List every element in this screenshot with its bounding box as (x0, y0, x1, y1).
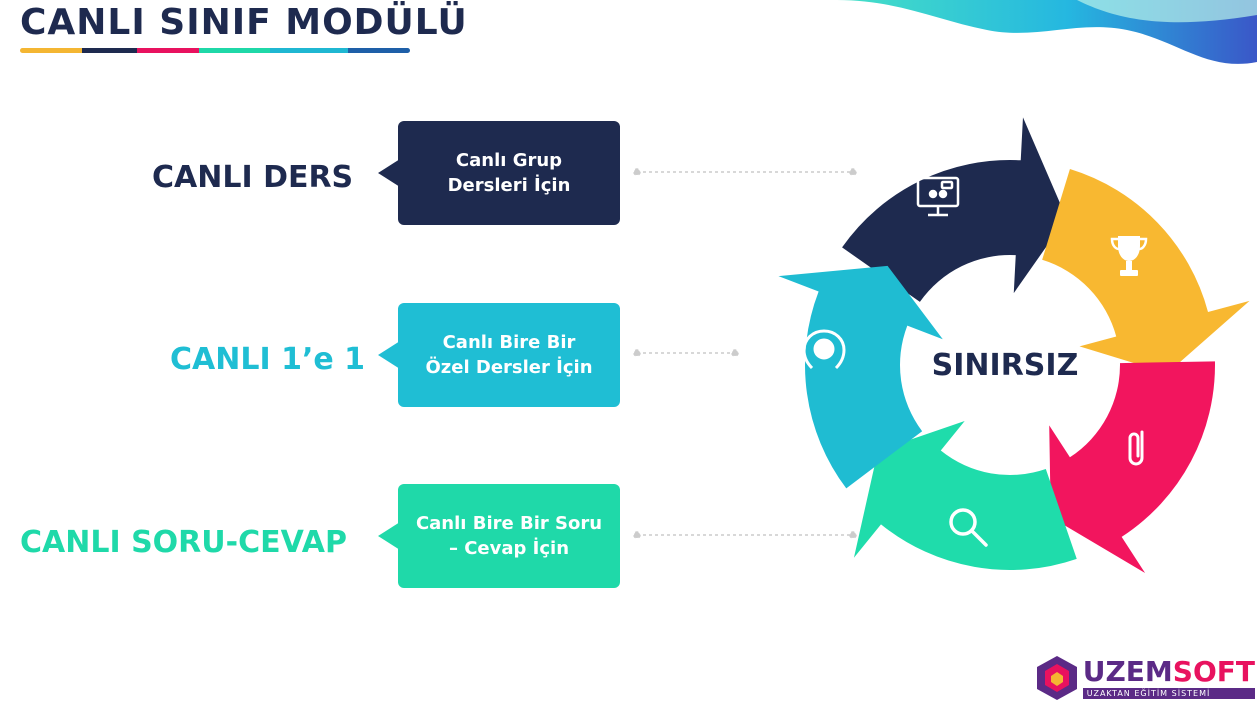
callout-line: Özel Dersler İçin (425, 357, 593, 378)
monitor-icon (916, 176, 960, 217)
search-icon (949, 508, 988, 547)
underline-seg (199, 48, 270, 53)
callout-line: Dersleri İçin (447, 175, 571, 196)
callout-line: Canlı Bire Bir (442, 332, 576, 353)
callout-canli-soru-cevap: Canlı Bire Bir Soru – Cevap İçin (378, 484, 620, 588)
cycle-arrow (778, 265, 943, 489)
cycle-arrow (853, 420, 1077, 570)
row-label-canli-soru-cevap: CANLI SORU-CEVAP (20, 525, 347, 560)
underline-seg (82, 48, 137, 53)
row-label-canli-ders: CANLI DERS (152, 160, 354, 195)
callout-canli-ders: Canlı Grup Dersleri İçin (378, 121, 620, 225)
underline-seg (347, 48, 410, 53)
callout-line: – Cevap İçin (448, 538, 570, 559)
underline-seg (136, 48, 200, 53)
title-underline (20, 48, 410, 53)
cycle-arrow (1042, 168, 1250, 374)
logo-mark-icon (1036, 656, 1077, 700)
cycle-arrow (1049, 361, 1215, 573)
callout-line: Canlı Bire Bir Soru (415, 513, 603, 534)
row-label-canli-1e1: CANLI 1’e 1 (170, 342, 365, 377)
decorative-wave (837, 0, 1257, 64)
logo-brand-a: UZEM (1082, 654, 1173, 688)
connector-lines (633, 168, 857, 539)
callout-line: Canlı Grup (455, 150, 563, 171)
underline-seg (20, 48, 83, 53)
callout-canli-1e1: Canlı Bire Bir Özel Dersler İçin (378, 303, 620, 407)
trophy-icon (1110, 236, 1148, 276)
uzemsoft-logo: UZEMSOFT UZAKTAN EĞİTİM SİSTEMİ (1036, 654, 1255, 700)
page-title: CANLI SINIF MODÜLÜ (20, 2, 468, 43)
logo-brand-b: SOFT (1172, 654, 1255, 688)
underline-seg (269, 48, 348, 53)
cycle-center-label: SINIRSIZ (932, 348, 1079, 383)
brain-head-icon (802, 329, 846, 370)
paperclip-icon (1128, 430, 1144, 466)
cycle-arrow (842, 117, 1067, 302)
logo-tagline: UZAKTAN EĞİTİM SİSTEMİ (1082, 687, 1255, 699)
